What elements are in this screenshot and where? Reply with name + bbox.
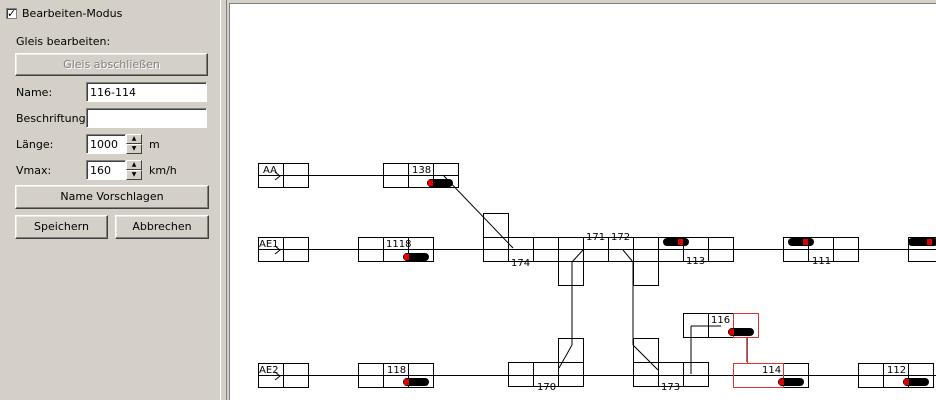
vmax-unit: km/h	[149, 164, 177, 177]
track-label-ae2: AE2	[259, 365, 279, 376]
signal-icon[interactable]	[403, 253, 429, 261]
length-unit: m	[149, 138, 160, 151]
block-label-138: 138	[412, 165, 431, 176]
stepper-up-icon[interactable]: ▲	[126, 134, 142, 144]
block-label-170: 170	[537, 382, 556, 393]
save-button[interactable]: Speichern	[15, 215, 108, 239]
stepper-down-icon[interactable]: ▼	[126, 170, 142, 180]
track-canvas[interactable]: AA AE1 AE2 138 1118 118 174 171 172 113 …	[229, 3, 936, 400]
track-label-ae1: AE1	[259, 239, 279, 250]
name-input[interactable]: 116-114	[86, 82, 207, 102]
signal-icons	[403, 179, 936, 386]
block-label-172: 172	[611, 232, 630, 243]
signal-icon[interactable]	[427, 179, 453, 187]
length-input[interactable]: 1000	[86, 134, 126, 154]
edit-panel: ✓ Bearbeiten-Modus Gleis bearbeiten: Gle…	[0, 0, 220, 400]
block-label-171: 171	[586, 232, 605, 243]
vmax-label: Vmax:	[16, 164, 52, 177]
splitter[interactable]	[220, 0, 227, 400]
stepper-up-icon[interactable]: ▲	[126, 160, 142, 170]
block-label-118: 118	[387, 365, 406, 376]
signal-icon[interactable]	[728, 328, 754, 336]
block-label-173: 173	[661, 382, 680, 393]
section-title: Gleis bearbeiten:	[16, 35, 111, 48]
block-label-114: 114	[762, 365, 781, 376]
length-stepper[interactable]: ▲ ▼	[126, 134, 142, 154]
caption-label: Beschriftung:	[16, 112, 90, 125]
block-label-112: 112	[887, 365, 906, 376]
track-canvas-frame: AA AE1 AE2 138 1118 118 174 171 172 113 …	[227, 0, 936, 400]
close-track-button[interactable]: Gleis abschließen	[15, 53, 208, 76]
caption-input[interactable]	[86, 108, 207, 128]
block-label-1118: 1118	[386, 239, 411, 250]
signal-icon[interactable]	[903, 378, 929, 386]
name-label: Name:	[16, 86, 53, 99]
block-label-113: 113	[686, 256, 705, 267]
block-label-174: 174	[511, 258, 530, 269]
vmax-stepper[interactable]: ▲ ▼	[126, 160, 142, 180]
signal-icon[interactable]	[778, 378, 804, 386]
block-label-111: 111	[812, 256, 831, 267]
signal-icon[interactable]	[663, 238, 689, 246]
cancel-button[interactable]: Abbrechen	[115, 215, 209, 239]
suggest-name-button[interactable]: Name Vorschlagen	[15, 185, 209, 209]
signal-icon[interactable]	[788, 238, 814, 246]
signal-icon[interactable]	[403, 378, 429, 386]
edit-mode-label: Bearbeiten-Modus	[22, 7, 123, 20]
stepper-down-icon[interactable]: ▼	[126, 144, 142, 154]
vmax-input[interactable]: 160	[86, 160, 126, 180]
edit-mode-checkbox[interactable]: ✓	[6, 7, 17, 20]
track-label-aa: AA	[263, 165, 277, 176]
block-label-116: 116	[711, 315, 730, 326]
length-label: Länge:	[16, 138, 54, 151]
selected-track	[733, 313, 784, 388]
track-diagram[interactable]: AA AE1 AE2 138 1118 118 174 171 172 113 …	[230, 4, 936, 400]
